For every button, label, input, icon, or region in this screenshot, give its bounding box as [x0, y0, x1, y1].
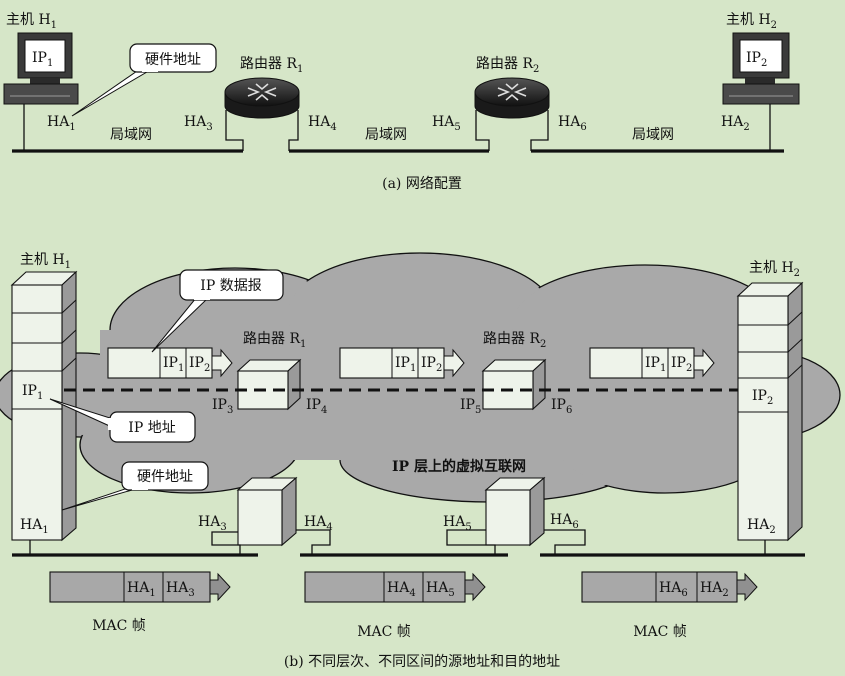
ha6-label: HA6 [558, 114, 587, 133]
hw-address-callout-top [71, 43, 217, 117]
mac2-src: HA4 [387, 580, 416, 599]
datagram1-dst: IP2 [189, 355, 210, 374]
host2-ip-label-b: IP2 [752, 388, 773, 407]
ha5-label: HA5 [432, 114, 461, 133]
host2-label-b: 主机 H2 [749, 260, 800, 279]
mac-frame-2 [304, 571, 486, 603]
ip4-label: IP4 [306, 397, 327, 416]
router1-icon [224, 77, 300, 119]
mac-frame1-label: MAC 帧 [92, 618, 146, 634]
ip-datagram-callout [151, 269, 284, 353]
ha5-label-b: HA5 [443, 514, 472, 533]
host1-ip-label: IP1 [32, 50, 53, 69]
router1-cube [236, 358, 302, 411]
datagram2-src: IP1 [395, 355, 416, 374]
ha2-label: HA2 [721, 114, 750, 133]
ha1-label-b: HA1 [20, 517, 49, 536]
mac-frame3-label: MAC 帧 [633, 624, 687, 640]
ha4-label-b: HA4 [304, 514, 333, 533]
router1-link-box [236, 476, 298, 547]
ip5-label: IP5 [460, 397, 481, 416]
host1-ip-label-b: IP1 [22, 383, 43, 402]
host2-computer-icon [722, 32, 800, 105]
ha2-label-b: HA2 [747, 517, 776, 536]
host2-label: 主机 H2 [726, 12, 777, 31]
ha3-label: HA3 [184, 114, 213, 133]
caption-b: (b) 不同层次、不同区间的源地址和目的地址 [284, 654, 560, 670]
mac3-dst: HA2 [700, 580, 729, 599]
mac2-dst: HA5 [426, 580, 455, 599]
lan2-label: 局域网 [365, 127, 407, 143]
router2-label-b: 路由器 R2 [483, 331, 546, 350]
router2-link-box [484, 476, 546, 547]
host1-label: 主机 H1 [6, 12, 57, 31]
ip-datagram-3 [589, 347, 715, 379]
hw-address-callout-text: 硬件地址 [145, 52, 201, 68]
ha3-label-b: HA3 [198, 514, 227, 533]
host1-computer-icon [3, 32, 79, 105]
ha6-label-b: HA6 [550, 512, 579, 531]
ip3-label: IP3 [212, 397, 233, 416]
ip-datagram-2 [339, 347, 465, 379]
lan3-label: 局域网 [632, 127, 674, 143]
mac-frame2-label: MAC 帧 [357, 624, 411, 640]
panel-a-network-config [3, 32, 800, 153]
mac1-dst: HA3 [166, 580, 195, 599]
datagram3-dst: IP2 [671, 355, 692, 374]
hw-address-callout-bottom [61, 461, 209, 511]
ip-address-callout-text: IP 地址 [128, 420, 175, 436]
host2-ip-label: IP2 [746, 50, 767, 69]
mac-frame-3 [581, 571, 758, 603]
virtual-internet-label: IP 层上的虚拟互联网 [392, 458, 526, 475]
host1-protocol-stack [10, 270, 78, 542]
datagram3-src: IP1 [645, 355, 666, 374]
router2-cube [481, 358, 547, 411]
caption-a: (a) 网络配置 [382, 176, 462, 192]
mac1-src: HA1 [127, 580, 156, 599]
ha1-label: HA1 [47, 114, 76, 133]
host1-label-b: 主机 H1 [20, 252, 71, 271]
top-connectors [23, 104, 771, 151]
router1-label-b: 路由器 R1 [243, 331, 306, 350]
datagram1-src: IP1 [163, 355, 184, 374]
host2-protocol-stack [736, 281, 804, 542]
ip-datagram-callout-text: IP 数据报 [200, 278, 261, 294]
datagram2-dst: IP2 [421, 355, 442, 374]
mac3-src: HA6 [659, 580, 688, 599]
ip-address-callout [49, 398, 196, 443]
router2-icon [474, 77, 550, 119]
router2-label: 路由器 R2 [476, 56, 539, 75]
mac-frame-1 [49, 571, 231, 603]
bottom-connectors [29, 529, 766, 555]
router1-label: 路由器 R1 [240, 56, 303, 75]
hw-address-callout-text-b: 硬件地址 [137, 469, 193, 485]
ip6-label: IP6 [551, 397, 572, 416]
ip-datagram-1 [107, 347, 233, 379]
ha4-label: HA4 [308, 114, 337, 133]
panel-b-addresses [0, 252, 841, 603]
lan1-label: 局域网 [110, 127, 152, 143]
